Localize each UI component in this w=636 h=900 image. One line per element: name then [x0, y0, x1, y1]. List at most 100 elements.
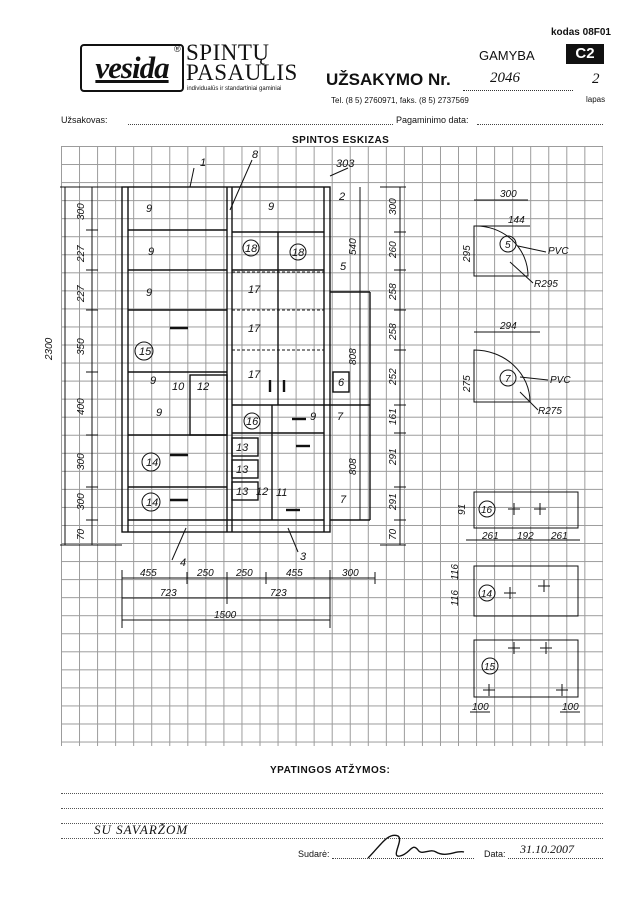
svg-text:4: 4	[180, 557, 186, 569]
svg-text:70: 70	[388, 528, 399, 540]
svg-text:PVC: PVC	[550, 375, 571, 386]
svg-text:227: 227	[76, 245, 87, 263]
svg-text:400: 400	[76, 398, 87, 415]
part-label: 1	[200, 157, 206, 169]
svg-text:2300: 2300	[44, 337, 55, 361]
svg-text:291: 291	[388, 448, 399, 466]
remarks-note: SU SAVARŽOM	[94, 822, 189, 837]
remarks-line-3[interactable]	[61, 823, 603, 824]
page-number[interactable]: 2	[592, 71, 600, 87]
svg-text:294: 294	[499, 321, 517, 332]
svg-text:13: 13	[236, 464, 249, 476]
svg-text:12: 12	[197, 381, 209, 393]
svg-text:15: 15	[484, 662, 496, 673]
svg-text:6: 6	[338, 377, 345, 389]
svg-text:R275: R275	[538, 406, 562, 417]
phone-fax: Tel. (8 5) 2760971, faks. (8 5) 2737569	[331, 96, 469, 105]
svg-text:300: 300	[342, 568, 359, 579]
svg-text:250: 250	[235, 568, 253, 579]
svg-text:91: 91	[457, 504, 468, 515]
svg-text:250: 250	[196, 568, 214, 579]
cabinet-outline	[121, 186, 331, 533]
production-date-label: Pagaminimo data:	[396, 115, 469, 125]
sudare-field[interactable]	[332, 858, 474, 859]
svg-text:295: 295	[462, 245, 473, 263]
svg-text:9: 9	[310, 411, 316, 423]
svg-text:11: 11	[276, 487, 287, 499]
svg-text:9: 9	[268, 201, 274, 213]
svg-text:303: 303	[336, 158, 355, 170]
svg-text:9: 9	[146, 203, 152, 215]
production-date-field[interactable]	[477, 124, 603, 125]
svg-text:116: 116	[450, 590, 461, 606]
svg-text:18: 18	[292, 247, 305, 259]
svg-text:PVC: PVC	[548, 246, 569, 257]
date-field[interactable]	[508, 858, 603, 859]
code-badge: C2	[566, 44, 604, 64]
svg-text:9: 9	[148, 246, 154, 258]
remarks-line-4[interactable]	[61, 838, 603, 839]
remarks-line-2[interactable]	[61, 808, 603, 809]
svg-text:13: 13	[236, 442, 249, 454]
sketch-grid	[61, 146, 603, 746]
svg-text:14: 14	[146, 457, 158, 469]
svg-text:300: 300	[76, 493, 87, 510]
svg-text:5: 5	[340, 261, 347, 273]
svg-text:300: 300	[500, 189, 517, 200]
svg-text:260: 260	[388, 241, 399, 259]
svg-text:16: 16	[481, 505, 493, 516]
sketch-title: SPINTOS ESKIZAS	[292, 135, 390, 146]
svg-text:14: 14	[481, 589, 493, 600]
registered-mark: ®	[174, 44, 181, 54]
svg-text:5: 5	[505, 240, 511, 251]
svg-text:227: 227	[76, 285, 87, 303]
svg-text:1500: 1500	[214, 610, 237, 621]
svg-text:17: 17	[248, 284, 261, 296]
svg-text:R295: R295	[534, 279, 558, 290]
customer-field[interactable]	[128, 124, 393, 125]
svg-text:300: 300	[76, 453, 87, 470]
svg-text:455: 455	[140, 568, 157, 579]
svg-text:540: 540	[348, 238, 359, 255]
svg-text:100: 100	[562, 702, 579, 713]
svg-text:9: 9	[150, 375, 156, 387]
svg-text:261: 261	[550, 531, 568, 542]
order-number-line	[463, 90, 573, 91]
svg-text:2: 2	[338, 191, 345, 203]
svg-text:261: 261	[481, 531, 499, 542]
brand-subtitle: individualūs ir standartiniai gaminiai	[187, 86, 282, 92]
svg-text:7: 7	[340, 494, 347, 506]
svg-text:7: 7	[337, 411, 344, 423]
order-title: UŽSAKYMO Nr.	[326, 70, 451, 89]
svg-text:14: 14	[146, 497, 158, 509]
remarks-line-1[interactable]	[61, 793, 603, 794]
svg-text:252: 252	[388, 368, 399, 386]
svg-text:18: 18	[245, 243, 258, 255]
sudare-label: Sudarė:	[298, 849, 330, 859]
svg-text:9: 9	[146, 287, 152, 299]
svg-text:8: 8	[252, 149, 259, 161]
order-number[interactable]: 2046	[490, 70, 520, 86]
date-label: Data:	[484, 849, 506, 859]
brand-line2: PASAULIS	[186, 60, 298, 85]
svg-text:10: 10	[172, 381, 185, 393]
svg-text:13: 13	[236, 486, 249, 498]
remarks-title: YPATINGOS ATŽYMOS:	[270, 765, 391, 776]
svg-text:3: 3	[300, 551, 307, 563]
svg-text:100: 100	[472, 702, 489, 713]
vesida-logo: vesida	[80, 44, 184, 92]
svg-text:15: 15	[139, 346, 152, 358]
form-code: kodas 08F01	[550, 27, 611, 38]
svg-text:275: 275	[462, 375, 473, 393]
date-value[interactable]: 31.10.2007	[520, 842, 574, 856]
svg-text:70: 70	[76, 528, 87, 540]
svg-text:723: 723	[270, 588, 287, 599]
svg-text:144: 144	[508, 215, 525, 226]
gamyba-label: GAMYBA	[479, 48, 535, 63]
svg-text:300: 300	[388, 198, 399, 215]
page-label: lapas	[586, 95, 606, 104]
svg-text:808: 808	[348, 348, 359, 365]
svg-text:455: 455	[286, 568, 303, 579]
signature-icon	[367, 834, 465, 859]
svg-text:291: 291	[388, 493, 399, 511]
